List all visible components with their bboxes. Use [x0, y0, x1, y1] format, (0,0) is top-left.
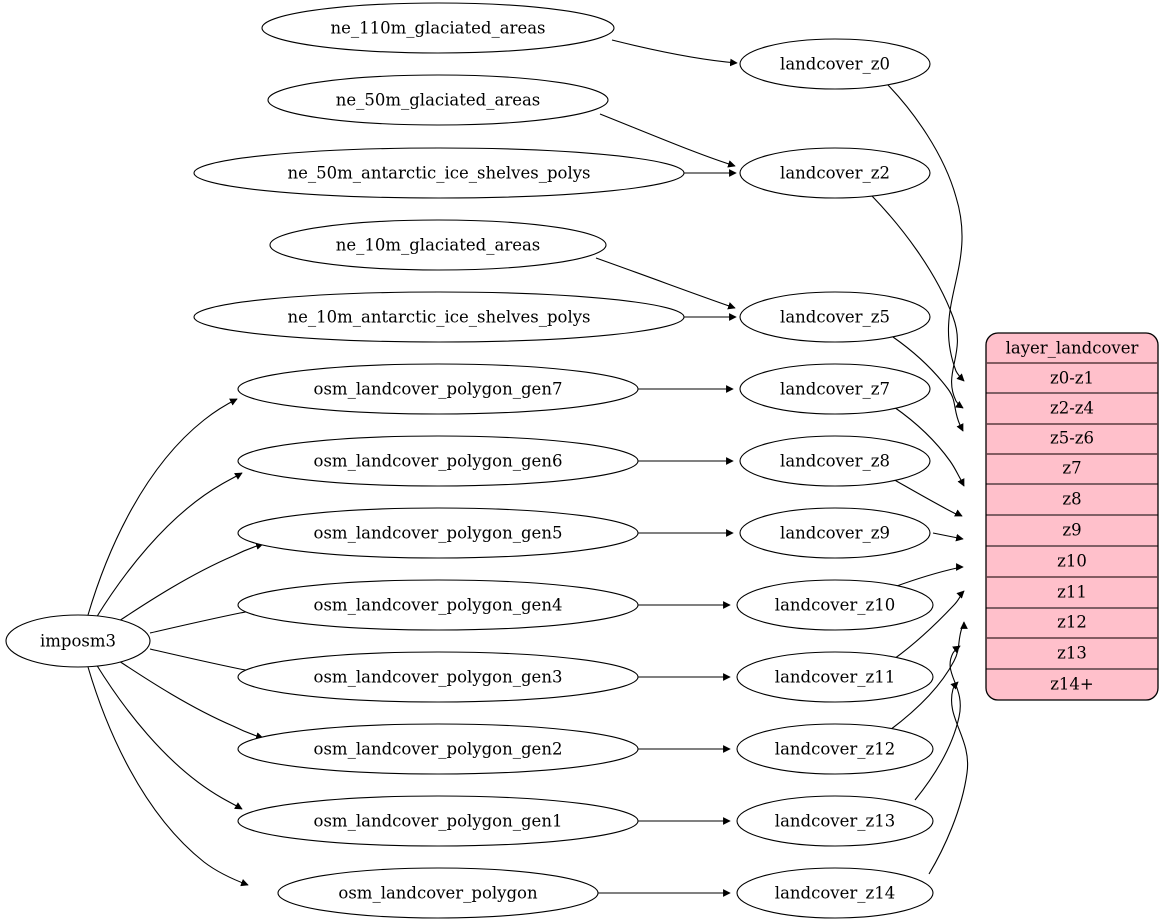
node-imposm3-shape[interactable] — [5, 614, 151, 668]
node-landcover-z13[interactable]: landcover_z13 — [736, 795, 934, 847]
table-row-z8[interactable]: z8 — [1062, 490, 1081, 509]
node-label: osm_landcover_polygon_gen6 — [314, 452, 563, 471]
node-label: ne_50m_glaciated_areas — [336, 91, 541, 110]
edge-z7-to-row-z7 — [893, 406, 965, 487]
table-header-label: layer_landcover — [1006, 339, 1139, 358]
node-landcover-z0[interactable]: landcover_z0 — [739, 38, 931, 90]
table-row-z13[interactable]: z13 — [1057, 644, 1087, 663]
edge-z8-to-row-z8 — [890, 477, 963, 517]
node-ne-10m-glaciated-areas[interactable]: ne_10m_glaciated_areas — [269, 219, 607, 271]
node-ne-10m-antarctic-ice-shelves-polys[interactable]: ne_10m_antarctic_ice_shelves_polys — [193, 291, 685, 343]
table-row-z7[interactable]: z7 — [1062, 459, 1081, 478]
node-label: landcover_z10 — [775, 596, 895, 615]
table-row-z5-z6[interactable]: z5-z6 — [1050, 429, 1094, 448]
node-label: landcover_z2 — [780, 164, 890, 183]
node-osm-landcover-polygon-gen7[interactable]: osm_landcover_polygon_gen7 — [237, 363, 639, 415]
source-tables-group: ne_110m_glaciated_areas ne_50m_glaciated… — [193, 2, 685, 919]
node-label: osm_landcover_polygon_gen5 — [314, 524, 563, 543]
edge-z14-to-row-z14plus — [928, 681, 969, 875]
node-label: landcover_z12 — [775, 740, 895, 759]
node-label: landcover_z5 — [780, 308, 890, 327]
edge-imposm3-to-gen6 — [95, 472, 243, 619]
node-osm-landcover-polygon-gen1[interactable]: osm_landcover_polygon_gen1 — [237, 795, 639, 847]
edges-group — [87, 39, 969, 897]
node-landcover-z11[interactable]: landcover_z11 — [736, 651, 934, 703]
node-label: landcover_z14 — [775, 884, 895, 903]
node-label: landcover_z13 — [775, 812, 895, 831]
node-osm-landcover-polygon-gen6[interactable]: osm_landcover_polygon_gen6 — [237, 435, 639, 487]
edge-z2-to-row-z2z4 — [871, 195, 964, 409]
table-row-z12[interactable]: z12 — [1057, 613, 1087, 632]
node-landcover-z10[interactable]: landcover_z10 — [736, 579, 934, 631]
node-label: ne_10m_antarctic_ice_shelves_polys — [287, 308, 590, 327]
node-landcover-z12[interactable]: landcover_z12 — [736, 723, 934, 775]
node-osm-landcover-polygon[interactable]: osm_landcover_polygon — [277, 867, 599, 919]
source-node-group[interactable]: imposm3 — [5, 614, 151, 668]
node-label: ne_110m_glaciated_areas — [330, 19, 545, 38]
node-label: ne_50m_antarctic_ice_shelves_polys — [287, 164, 590, 183]
node-landcover-z8[interactable]: landcover_z8 — [739, 435, 931, 487]
edge-z0-to-row-z0z1 — [886, 83, 965, 382]
edge-z5-to-row-z5z6 — [892, 336, 964, 432]
node-landcover-z9[interactable]: landcover_z9 — [739, 507, 931, 559]
node-label: osm_landcover_polygon_gen3 — [314, 668, 563, 687]
node-label: osm_landcover_polygon_gen1 — [314, 812, 563, 831]
node-landcover-z2[interactable]: landcover_z2 — [739, 147, 931, 199]
table-row-z10[interactable]: z10 — [1057, 552, 1087, 571]
table-row-z0-z1[interactable]: z0-z1 — [1050, 369, 1094, 388]
layer-landcover-table[interactable]: layer_landcover z0-z1 z2-z4 z5-z6 z7 z8 … — [985, 332, 1159, 701]
node-label: landcover_z11 — [775, 668, 895, 687]
edge-imposm3-to-gen2 — [115, 658, 264, 740]
node-label: osm_landcover_polygon_gen7 — [314, 380, 563, 399]
edge-imposm3-to-gen7 — [87, 398, 238, 616]
node-landcover-z5[interactable]: landcover_z5 — [739, 291, 931, 343]
node-label: osm_landcover_polygon_gen4 — [314, 596, 563, 615]
node-osm-landcover-polygon-gen4[interactable]: osm_landcover_polygon_gen4 — [237, 579, 639, 631]
node-ne-50m-antarctic-ice-shelves-polys[interactable]: ne_50m_antarctic_ice_shelves_polys — [193, 147, 685, 199]
edge-z11-to-row-z11 — [893, 590, 965, 660]
table-row-z11[interactable]: z11 — [1057, 583, 1087, 602]
node-label: landcover_z0 — [780, 55, 890, 74]
node-label: landcover_z9 — [780, 524, 890, 543]
node-ne-110m-glaciated-areas[interactable]: ne_110m_glaciated_areas — [261, 2, 615, 54]
edge-imposm3-to-gen1 — [95, 663, 243, 810]
node-osm-landcover-polygon-gen3[interactable]: osm_landcover_polygon_gen3 — [237, 651, 639, 703]
edge-ne110m-to-z0 — [611, 39, 738, 67]
table-row-z9[interactable]: z9 — [1062, 521, 1081, 540]
edge-imposm3-to-polygon — [87, 666, 249, 887]
edge-imposm3-to-gen5 — [115, 542, 264, 624]
node-label: landcover_z8 — [780, 452, 890, 471]
node-label: osm_landcover_polygon_gen2 — [314, 740, 563, 759]
node-ne-50m-glaciated-areas[interactable]: ne_50m_glaciated_areas — [267, 74, 609, 126]
edge-z10-to-row-z10 — [893, 563, 964, 588]
node-landcover-z7[interactable]: landcover_z7 — [739, 363, 931, 415]
layer-nodes-group: landcover_z0 landcover_z2 landcover_z5 l… — [736, 38, 934, 919]
edge-z9-to-row-z9 — [932, 532, 964, 542]
table-row-z2-z4[interactable]: z2-z4 — [1050, 399, 1094, 418]
edge-ne50mglac-to-z2 — [599, 113, 736, 168]
node-label: ne_10m_glaciated_areas — [336, 236, 541, 255]
node-osm-landcover-polygon-gen2[interactable]: osm_landcover_polygon_gen2 — [237, 723, 639, 775]
node-imposm3-label: imposm3 — [40, 632, 116, 651]
node-label: osm_landcover_polygon — [338, 884, 538, 903]
node-label: landcover_z7 — [780, 380, 890, 399]
edge-ne10mglac-to-z5 — [595, 257, 736, 310]
node-landcover-z14[interactable]: landcover_z14 — [736, 867, 934, 919]
node-osm-landcover-polygon-gen5[interactable]: osm_landcover_polygon_gen5 — [237, 507, 639, 559]
table-row-z14plus[interactable]: z14+ — [1050, 675, 1094, 694]
